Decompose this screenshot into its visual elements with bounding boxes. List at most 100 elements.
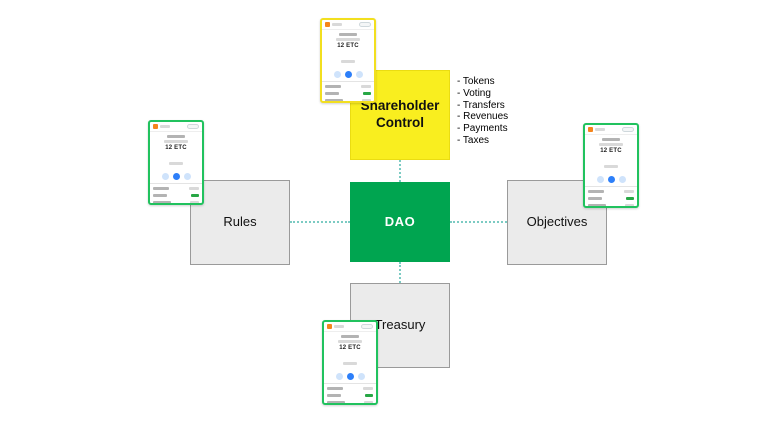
wallet-header bbox=[324, 322, 376, 332]
wallet-screenshot-rules: 12 ETC bbox=[148, 120, 204, 205]
placeholder-text bbox=[341, 335, 359, 338]
placeholder-text bbox=[327, 401, 345, 403]
wallet-account bbox=[322, 33, 374, 41]
placeholder-text bbox=[191, 194, 199, 197]
placeholder-text bbox=[334, 325, 344, 328]
feature-item: - Revenues bbox=[457, 111, 509, 123]
wallet-list-row bbox=[150, 199, 202, 203]
placeholder-text bbox=[189, 187, 199, 190]
wallet-fiat bbox=[150, 152, 202, 170]
feature-item: - Payments bbox=[457, 123, 508, 135]
wallet-logo-icon bbox=[153, 124, 158, 129]
feature-item: - Tokens bbox=[457, 76, 495, 87]
wallet-actions bbox=[150, 173, 202, 180]
wallet-screenshot-shareholder: 12 ETC bbox=[320, 18, 376, 103]
placeholder-text bbox=[332, 23, 342, 26]
wallet-logo-icon bbox=[327, 324, 332, 329]
wallet-list-row bbox=[150, 185, 202, 192]
wallet-action-icon bbox=[161, 173, 169, 180]
wallet-action-icon bbox=[346, 373, 354, 380]
placeholder-text bbox=[588, 204, 606, 206]
placeholder-text bbox=[362, 99, 371, 101]
network-pill bbox=[361, 324, 373, 329]
wallet-fiat bbox=[324, 352, 376, 370]
wallet-screenshot-objectives: 12 ETC bbox=[583, 123, 639, 208]
wallet-list-row bbox=[585, 195, 637, 202]
placeholder-text bbox=[325, 99, 343, 101]
placeholder-text bbox=[153, 201, 171, 203]
placeholder-text bbox=[190, 201, 199, 203]
placeholder-text bbox=[169, 162, 183, 165]
placeholder-text bbox=[338, 340, 362, 343]
wallet-list-row bbox=[324, 385, 376, 392]
placeholder-text bbox=[167, 135, 185, 138]
network-pill bbox=[359, 22, 371, 27]
wallet-action-icon bbox=[357, 373, 365, 380]
placeholder-text bbox=[327, 394, 341, 397]
placeholder-text bbox=[327, 387, 343, 390]
divider bbox=[322, 81, 374, 82]
placeholder-text bbox=[363, 92, 371, 95]
placeholder-text bbox=[336, 38, 360, 41]
wallet-list-row bbox=[324, 399, 376, 403]
divider bbox=[150, 183, 202, 184]
placeholder-text bbox=[153, 194, 167, 197]
placeholder-text bbox=[599, 143, 623, 146]
node-shareholder-control: Shareholder Control bbox=[350, 70, 450, 160]
wallet-action-icon bbox=[596, 176, 604, 183]
placeholder-text bbox=[341, 60, 355, 63]
placeholder-text bbox=[602, 138, 620, 141]
placeholder-text bbox=[588, 197, 602, 200]
placeholder-text bbox=[361, 85, 371, 88]
placeholder-text bbox=[343, 362, 357, 365]
placeholder-text bbox=[624, 190, 634, 193]
wallet-fiat bbox=[322, 50, 374, 68]
network-pill bbox=[187, 124, 199, 129]
placeholder-text bbox=[588, 190, 604, 193]
wallet-fiat bbox=[585, 155, 637, 173]
placeholder-text bbox=[160, 125, 170, 128]
wallet-header bbox=[322, 20, 374, 30]
wallet-list-row bbox=[150, 192, 202, 199]
node-dao: DAO bbox=[350, 182, 450, 262]
wallet-action-icon bbox=[355, 71, 363, 78]
node-rules-label: Rules bbox=[223, 214, 257, 230]
wallet-header bbox=[150, 122, 202, 132]
network-pill bbox=[622, 127, 634, 132]
wallet-actions bbox=[322, 71, 374, 78]
placeholder-text bbox=[325, 92, 339, 95]
wallet-balance: 12 ETC bbox=[339, 345, 361, 351]
placeholder-text bbox=[625, 204, 634, 206]
divider bbox=[324, 383, 376, 384]
placeholder-text bbox=[604, 165, 618, 168]
connector-dao-objectives bbox=[450, 221, 507, 223]
wallet-action-icon bbox=[607, 176, 615, 183]
wallet-action-icon bbox=[183, 173, 191, 180]
wallet-actions bbox=[324, 373, 376, 380]
wallet-list-row bbox=[585, 202, 637, 206]
wallet-balance: 12 ETC bbox=[165, 145, 187, 151]
wallet-action-icon bbox=[344, 71, 352, 78]
wallet-action-icon bbox=[333, 71, 341, 78]
node-objectives-label: Objectives bbox=[526, 214, 588, 230]
placeholder-text bbox=[164, 140, 188, 143]
connector-rules-dao bbox=[290, 221, 350, 223]
connector-dao-treasury bbox=[399, 262, 401, 283]
placeholder-text bbox=[339, 33, 357, 36]
wallet-account bbox=[585, 138, 637, 146]
divider bbox=[585, 186, 637, 187]
wallet-list-row bbox=[322, 83, 374, 90]
wallet-list-row bbox=[322, 97, 374, 101]
wallet-list-row bbox=[322, 90, 374, 97]
wallet-logo-icon bbox=[325, 22, 330, 27]
placeholder-text bbox=[363, 387, 373, 390]
wallet-balance: 12 ETC bbox=[600, 148, 622, 154]
wallet-actions bbox=[585, 176, 637, 183]
wallet-list-row bbox=[324, 392, 376, 399]
wallet-screenshot-treasury: 12 ETC bbox=[322, 320, 378, 405]
shareholder-feature-list: - Tokens - Voting - Transfers - Revenues… bbox=[457, 76, 508, 147]
wallet-header bbox=[585, 125, 637, 135]
node-shareholder-control-label: Shareholder Control bbox=[360, 98, 440, 130]
wallet-account bbox=[324, 335, 376, 343]
